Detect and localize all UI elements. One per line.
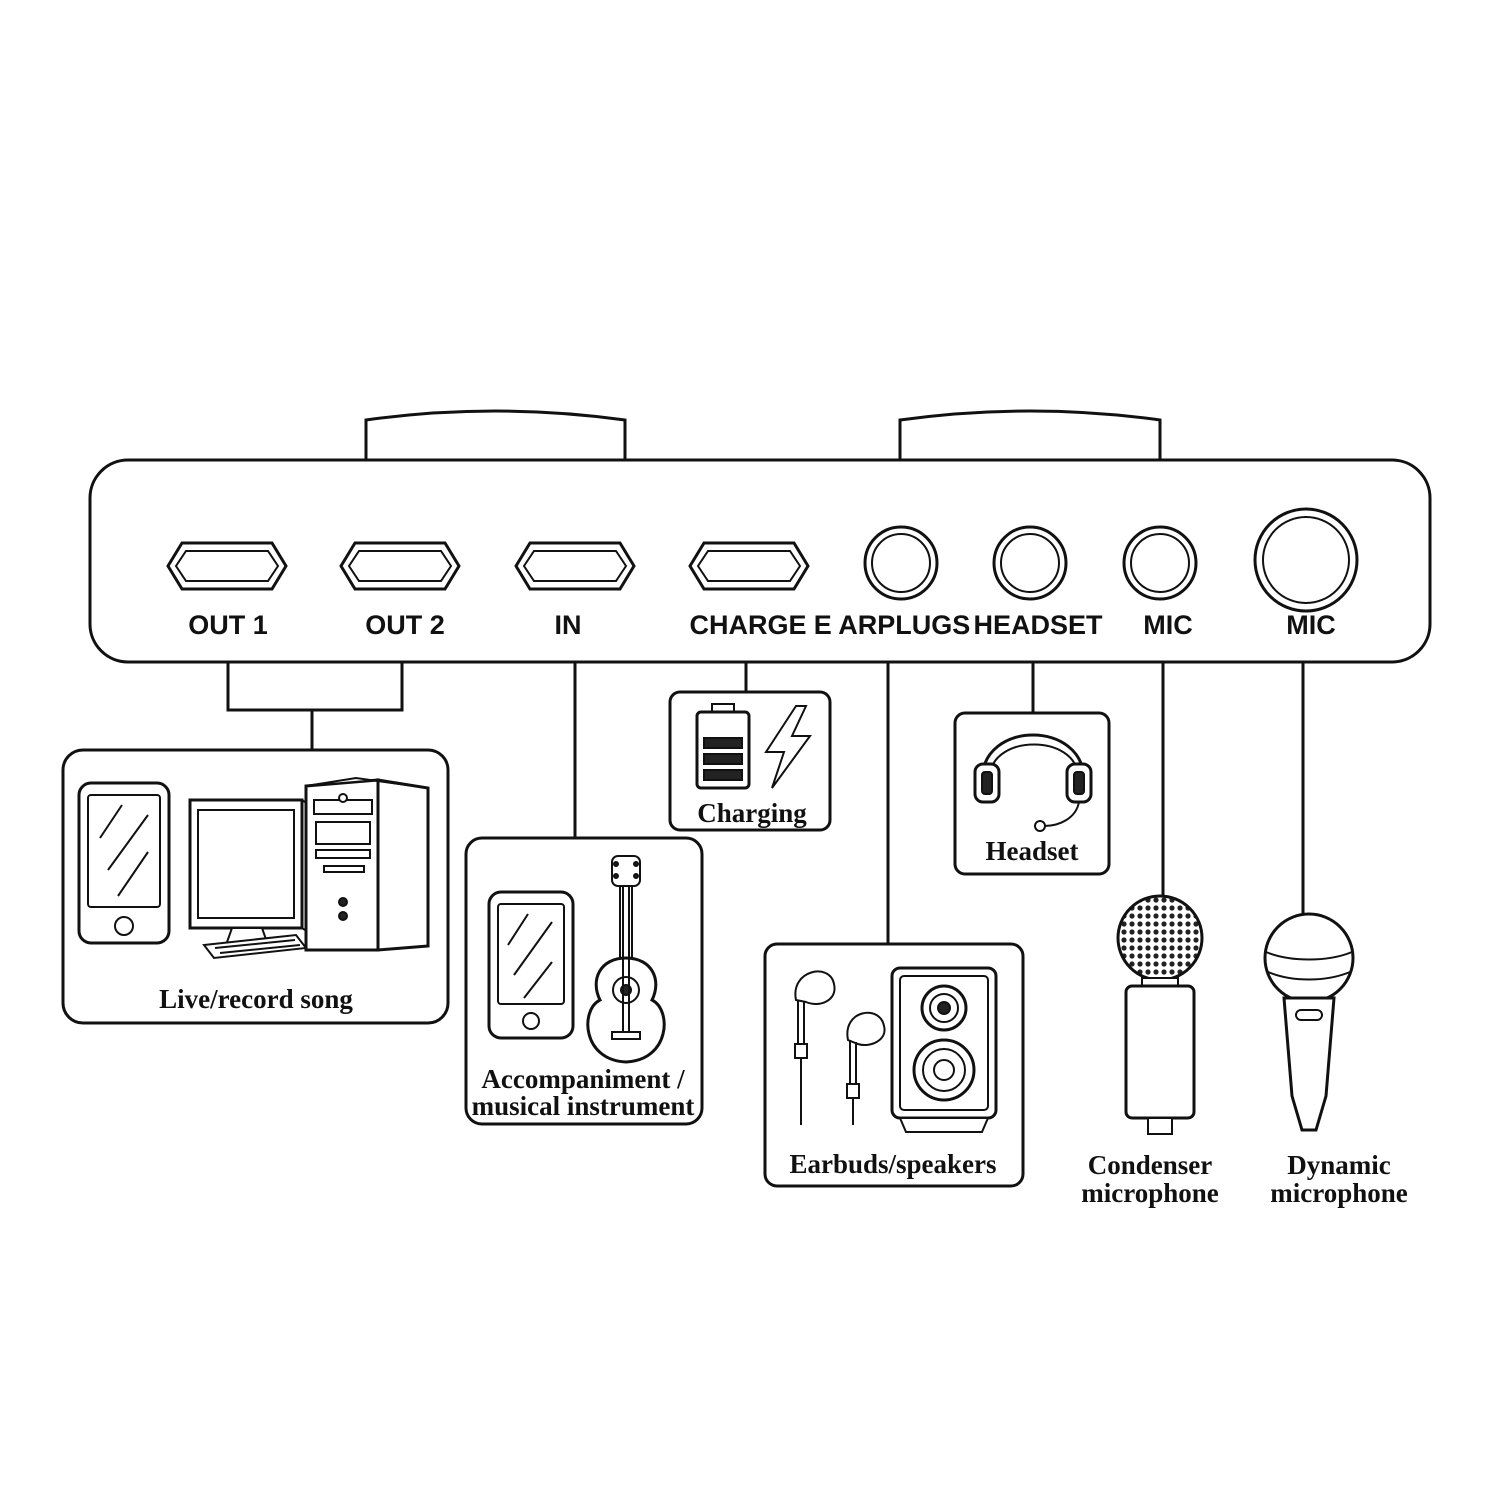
port-in (514, 541, 636, 591)
connector-lines (226, 662, 1305, 944)
label-headset-device: Headset (986, 836, 1079, 866)
battery-icon (695, 703, 751, 790)
label-mic-large: MIC (1286, 610, 1336, 640)
smartphone-icon (77, 781, 171, 945)
monitor-icon (188, 798, 309, 946)
label-earbuds-speakers: Earbuds/speakers (789, 1149, 996, 1179)
label-headset: HEADSET (973, 610, 1103, 640)
guitar-icon (586, 855, 666, 1064)
label-live-record: Live/record song (159, 984, 353, 1014)
label-out1: OUT 1 (188, 610, 268, 640)
device-box-charging: Charging (668, 690, 832, 832)
speaker-icon (890, 966, 998, 1133)
label-charging: Charging (697, 798, 807, 828)
label-charge: CHARGE (689, 610, 806, 640)
port-out1 (166, 541, 288, 591)
label-accompaniment-1: Accompaniment / (481, 1064, 685, 1094)
earbuds-icon (794, 970, 886, 1125)
jack-mic-large (1253, 507, 1359, 613)
label-accompaniment-2: musical instrument (472, 1091, 695, 1121)
label-out2: OUT 2 (365, 610, 445, 640)
label-condenser-2: microphone (1081, 1178, 1219, 1208)
device-box-live-record: Live/record song (61, 748, 450, 1025)
jack-mic-small (1122, 525, 1198, 601)
label-in: IN (555, 610, 582, 640)
keyboard-icon (202, 933, 308, 960)
label-dynamic-2: microphone (1270, 1178, 1408, 1208)
dynamic-microphone-icon (1263, 912, 1355, 1132)
device-box-accompaniment: Accompaniment / musical instrument (464, 836, 704, 1126)
device-box-earbuds-speakers: Earbuds/speakers (763, 942, 1025, 1188)
label-earplugs: E ARPLUGS (814, 610, 971, 640)
headphones-icon (973, 733, 1093, 832)
lightning-icon (764, 705, 812, 789)
port-out2 (339, 541, 461, 591)
label-mic-small: MIC (1143, 610, 1193, 640)
device-box-headset: Headset (953, 711, 1111, 876)
port-charge (688, 541, 810, 591)
label-dynamic-1: Dynamic (1287, 1150, 1391, 1180)
label-condenser-1: Condenser (1088, 1150, 1213, 1180)
pc-tower-icon (304, 776, 430, 952)
right-knob (898, 409, 1162, 472)
jack-earplugs (863, 525, 939, 601)
left-knob (364, 409, 627, 472)
condenser-microphone-icon (1116, 894, 1204, 1135)
smartphone-icon (487, 890, 575, 1040)
jack-headset (992, 525, 1068, 601)
